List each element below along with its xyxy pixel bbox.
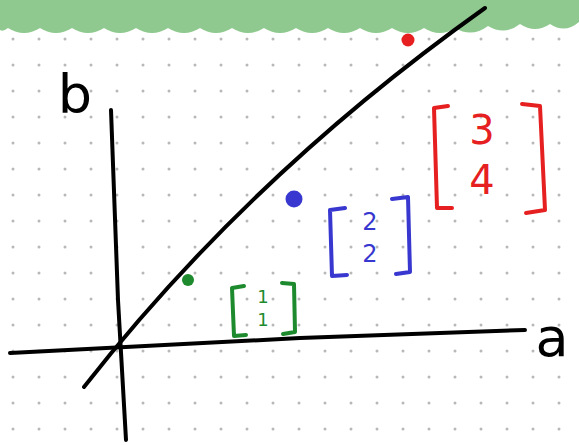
- vector-entry: 3: [469, 110, 494, 150]
- red-bracket: [434, 106, 452, 208]
- red-bracket: [522, 104, 545, 213]
- vector-entry: 4: [469, 160, 494, 200]
- vector-entry: 1: [257, 311, 268, 329]
- blue-point: [286, 191, 303, 208]
- axis-label: a: [535, 311, 568, 365]
- blue-bracket: [392, 197, 410, 274]
- curve: [84, 8, 485, 387]
- green-point: [182, 274, 194, 286]
- vector-entry: 2: [362, 242, 377, 266]
- vector-entry: 1: [257, 288, 268, 306]
- green-bracket: [282, 283, 295, 334]
- blue-bracket: [330, 208, 347, 276]
- red-point: [402, 34, 415, 47]
- grass-band: [0, 0, 579, 33]
- vector-entry: 2: [362, 210, 377, 234]
- green-bracket: [232, 286, 246, 336]
- a-axis: [10, 330, 525, 353]
- b-axis: [111, 110, 126, 440]
- axis-label: b: [58, 68, 92, 122]
